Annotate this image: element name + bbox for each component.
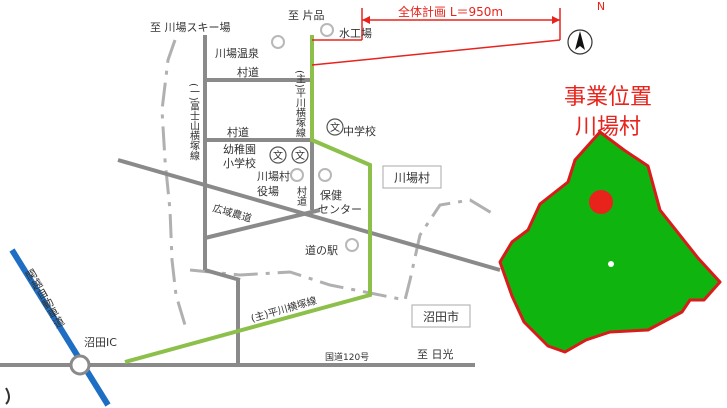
school-marker-middle (326, 118, 344, 136)
label-suikojo: 水工場 (339, 27, 372, 40)
label-numata-ic: 沼田IC (84, 335, 117, 349)
kawaba-box (382, 165, 442, 189)
road-farm (204, 208, 321, 240)
numata-box (411, 304, 471, 328)
road-diagonal (117, 158, 501, 272)
dim-arrow-left (362, 16, 370, 24)
label-route-120: 国道120号 (325, 351, 369, 363)
label-health-1: 保健 (320, 188, 342, 202)
label-kindergarten-2: 小学校 (223, 156, 256, 170)
boundary-west (160, 39, 187, 326)
label-kindergarten-1: 幼稚園 (223, 143, 256, 156)
north-symbol: N (597, 0, 605, 13)
boundary-south (189, 198, 496, 302)
kawaba-box-label: 川場村 (394, 171, 430, 185)
label-office-1: 川場村 (257, 169, 290, 183)
label-kanetsu: 関越自動車道 (22, 266, 66, 330)
village-office-dot (608, 261, 614, 267)
road-south-link (204, 268, 241, 282)
label-to-nikko: 至 日光 (417, 347, 454, 361)
corner-mark (5, 387, 10, 405)
michinoeki-marker (345, 238, 359, 252)
label-health-2: センター (318, 203, 362, 216)
school-mark-2: 文 (273, 149, 283, 162)
health-marker (318, 168, 332, 182)
dimension-lines (311, 8, 561, 66)
label-sondo-vertical: 村道 (295, 185, 307, 206)
expressway-kanetsu (9, 248, 111, 407)
school-marker-primary (291, 146, 309, 164)
village-shape (498, 130, 722, 354)
numata-box-label: 沼田市 (423, 309, 459, 324)
route-hirakawa (124, 35, 372, 364)
school-marker-kinder (269, 146, 287, 164)
office-marker (290, 168, 304, 182)
onsen-marker (271, 35, 285, 49)
label-to-skijo: 至 川場スキー場 (150, 21, 231, 34)
school-mark-3: 文 (295, 149, 305, 162)
school-mark-1: 文 (330, 121, 340, 134)
label-office-2: 役場 (257, 184, 279, 198)
project-location-dot (589, 190, 613, 214)
suikojo-marker (320, 23, 334, 37)
label-michinoeki: 道の駅 (305, 243, 338, 257)
label-sondo-upper: 村道 (237, 65, 259, 79)
label-middle-school: 中学校 (343, 124, 376, 138)
label-hirakawa-vertical: (主)平川横塚線 (294, 70, 306, 138)
label-to-kataoshina: 至 片品 (288, 9, 325, 22)
label-onsen: 川場温泉 (215, 46, 259, 60)
dimension-label: 全体計画 L＝950m (398, 4, 503, 19)
north-arrow-icon (575, 31, 585, 50)
inset-title-2: 川場村 (575, 115, 641, 140)
dim-arrow-right (552, 16, 560, 24)
label-fuji-road: (一)富士山横塚線 (188, 83, 200, 161)
label-sondo-lower: 村道 (227, 125, 249, 139)
ic-marker (69, 354, 91, 376)
inset-title-1: 事業位置 (564, 85, 652, 110)
label-farm-road: 広域農道 (211, 201, 253, 225)
